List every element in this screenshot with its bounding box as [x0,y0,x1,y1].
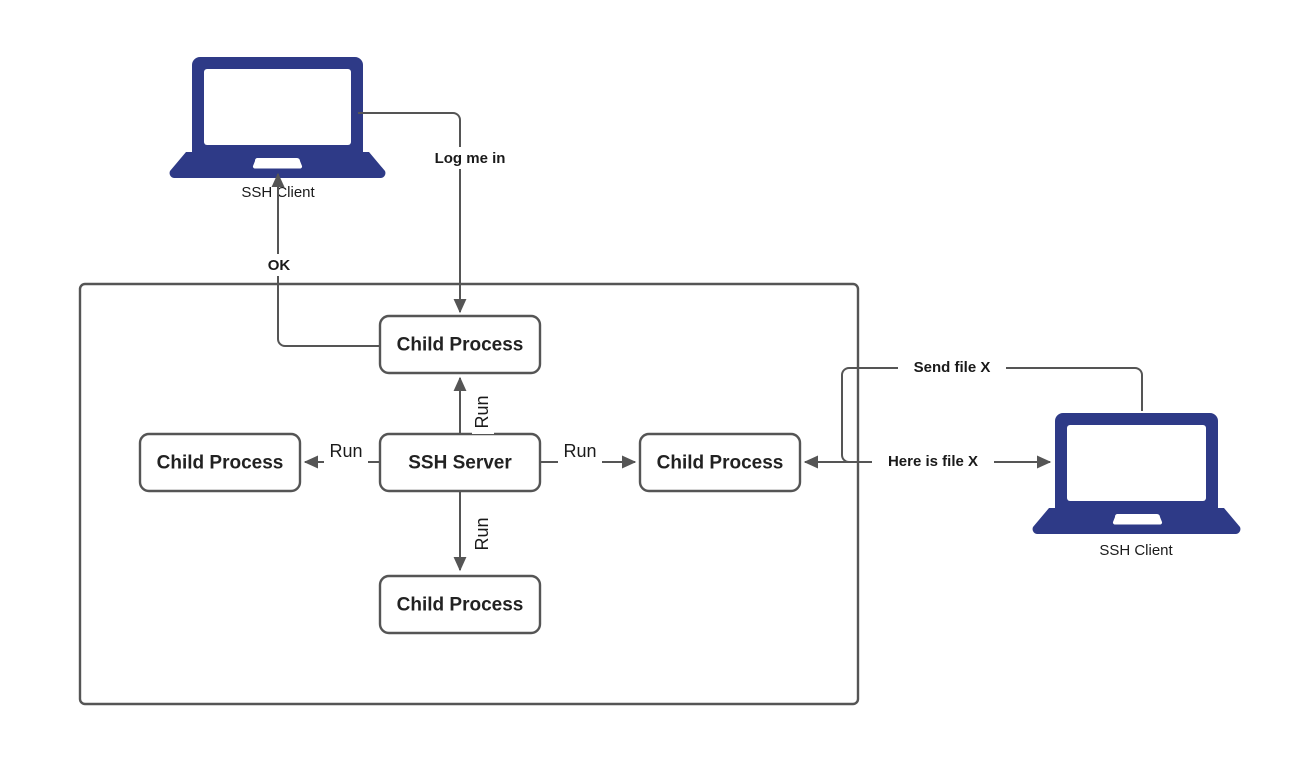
child-process-bottom-box[interactable] [378,574,542,635]
edge-label-run-down: Run [472,512,494,556]
log-me-in-label: Log me in [435,150,506,167]
edge-log-me-in-line [358,112,467,314]
run-up-label-bg [472,390,494,434]
edge-label-run-right: Run [558,440,602,464]
edge-label-ok: OK [262,254,296,276]
edge-label-log-me-in: Log me in [412,147,528,169]
child-process-left-box[interactable] [138,432,302,493]
node-ssh-server[interactable]: SSH Server [378,432,542,493]
edge-label-run-left: Run [324,440,368,464]
ssh-server-label: SSH Server [408,453,512,474]
here-is-file-x-label-bg [872,451,994,473]
ok-label: OK [268,257,291,274]
node-child-process-top[interactable]: Child Process [378,314,542,375]
log-me-in-label-bg [412,147,528,169]
child-process-right-label: Child Process [657,453,784,474]
laptop-screen-right [1067,425,1206,501]
node-child-process-right[interactable]: Child Process [638,432,802,493]
here-is-file-x-label: Here is file X [888,453,978,470]
run-down-label-bg [472,512,494,556]
laptop-trackpad-top [252,158,303,169]
child-process-right-box[interactable] [638,432,802,493]
child-process-top-box[interactable] [378,314,542,375]
child-process-bottom-label: Child Process [397,595,524,616]
run-right-label-bg [558,440,602,464]
server-boundary-container [78,282,860,706]
node-child-process-bottom[interactable]: Child Process [378,574,542,635]
laptop-trackpad-right [1112,514,1163,525]
run-up-label: Run [472,395,492,428]
run-left-label-bg [324,440,368,464]
edge-label-send-file-x: Send file X [898,357,1006,379]
ssh-client-right-caption: SSH Client [1099,542,1173,559]
run-right-label: Run [563,441,596,461]
child-process-top-label: Child Process [397,335,524,356]
send-file-x-label: Send file X [914,359,991,376]
edge-label-run-up: Run [472,390,494,434]
run-left-label: Run [329,441,362,461]
ssh-client-top-device: SSH Client [169,57,386,201]
edge-ok-line [271,172,380,347]
run-down-label: Run [472,517,492,550]
node-child-process-left[interactable]: Child Process [138,432,302,493]
laptop-screen-top [204,69,351,145]
send-file-x-label-bg [898,357,1006,379]
ok-label-bg [262,254,296,276]
ssh-client-right-device: SSH Client [1032,413,1241,559]
ssh-server-box[interactable] [378,432,542,493]
edge-label-here-is-file-x: Here is file X [872,451,994,473]
child-process-left-label: Child Process [157,453,284,474]
